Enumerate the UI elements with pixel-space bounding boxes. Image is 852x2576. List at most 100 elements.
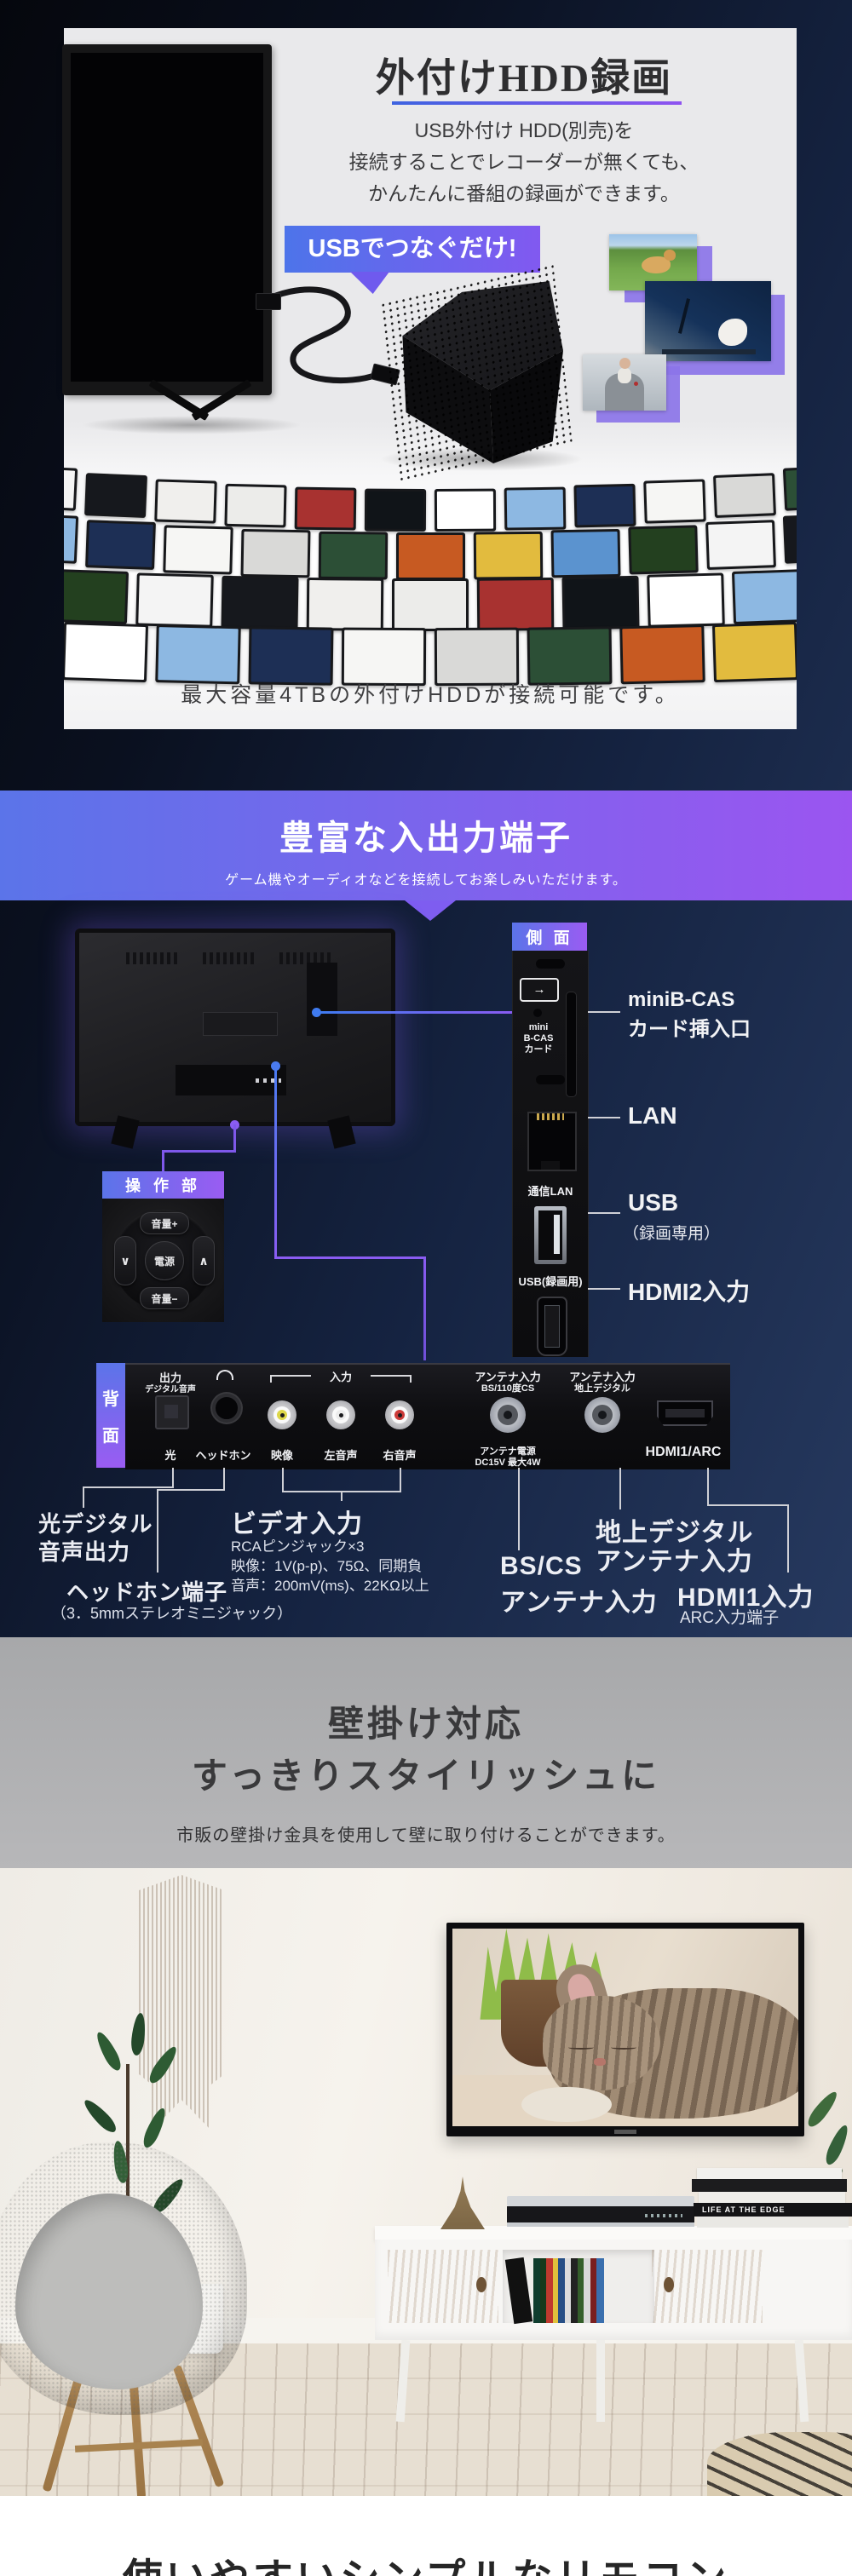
lan-pins xyxy=(537,1113,564,1120)
input-label: 入力 xyxy=(329,1371,352,1383)
section1-caption: 最大容量4TBの外付けHDDが接続可能です。 xyxy=(181,683,680,707)
lan-port-label: 通信LAN xyxy=(527,1185,573,1198)
tv-wall-row xyxy=(64,513,797,580)
headphone-jack xyxy=(212,1394,241,1423)
volume-down-button: 音量− xyxy=(140,1287,189,1309)
wall-tv-screen xyxy=(649,575,722,625)
external-hdd-image xyxy=(379,262,573,482)
wall-tv-screen xyxy=(87,522,153,567)
paragraph-line: USB外付け HDD(別売)を xyxy=(414,119,634,141)
annotation-video-title: ビデオ入力 xyxy=(231,1510,363,1538)
ann-line xyxy=(83,1486,84,1508)
wall-tv xyxy=(341,627,427,687)
annotation-video-spec3: 音声：200mV(ms)、22KΩ以上 xyxy=(231,1578,429,1594)
tv-back-image xyxy=(75,929,395,1149)
eiffel-tower-figurine xyxy=(440,2176,485,2229)
connector-line-back-v xyxy=(274,1067,277,1259)
wall-tv-screen xyxy=(707,522,774,567)
tv-shadow xyxy=(81,416,302,434)
sideboard-top xyxy=(375,2226,852,2240)
wall-tv xyxy=(84,520,156,570)
annotation-bs-1: BS/CS xyxy=(500,1552,583,1580)
back-panel-badge: 背 面 xyxy=(96,1363,125,1468)
wall-tv xyxy=(248,626,334,686)
input-bracket xyxy=(371,1375,412,1377)
book xyxy=(692,2179,847,2192)
wall-tv xyxy=(64,513,78,564)
ann-line xyxy=(83,1486,174,1488)
usb-cable xyxy=(259,286,380,384)
optical-port xyxy=(155,1395,189,1429)
book xyxy=(697,2168,842,2179)
chair-seat xyxy=(15,2194,203,2389)
sideboard-door-left xyxy=(388,2250,498,2323)
io-section-title: 豊富な入出力端子 xyxy=(279,819,573,857)
tv-logo xyxy=(614,2130,636,2134)
sideboard-door-right xyxy=(652,2250,763,2323)
ann-line xyxy=(787,1504,789,1573)
turtleneck xyxy=(618,368,631,383)
sideboard-leg xyxy=(596,2340,605,2422)
ann-line xyxy=(707,1504,789,1506)
connector-line-ctrl xyxy=(162,1150,236,1153)
input-bracket xyxy=(410,1375,412,1383)
bs-antenna-port xyxy=(490,1397,526,1433)
bcas-slot-label: mini B-CAS カード xyxy=(523,1022,554,1055)
callout-lan: LAN xyxy=(628,1102,677,1129)
section1-paragraph: USB外付け HDD(別売)を 接続することでレコーダーが無くても、 かんたんに… xyxy=(260,115,788,210)
paragraph-line: かんたんに番組の録画ができます。 xyxy=(368,182,680,204)
wall-tv xyxy=(731,568,797,624)
wall-tv-screen xyxy=(87,475,145,515)
pier xyxy=(662,349,756,354)
control-pad-image: 音量+ 音量− ∨ ∧ 電源 xyxy=(102,1199,224,1322)
wall-tv xyxy=(619,624,705,685)
side-panel-diagram: 側 面 → mini B-CAS カード 通信LAN USB(録画用) xyxy=(512,923,589,1375)
connector-line-back-v2 xyxy=(423,1256,426,1360)
zebra-rug xyxy=(707,2432,852,2496)
control-pad-badge: 操 作 部 xyxy=(102,1171,224,1199)
optical-label-bottom: 光 xyxy=(164,1449,176,1462)
wall-tv-screen xyxy=(785,515,797,561)
bs-label-bottom: アンテナ電源 xyxy=(480,1446,536,1457)
usb-plug-tv xyxy=(256,293,281,310)
annotation-video-spec2: 映像：1V(p-p)、75Ω、同期負 xyxy=(231,1558,423,1574)
side-panel-body: → mini B-CAS カード 通信LAN USB(録画用) HDMI xyxy=(512,951,589,1375)
wall-tv xyxy=(155,624,241,685)
side-port-block xyxy=(307,963,337,1036)
tv-screen xyxy=(71,53,263,382)
callout-dash xyxy=(588,1288,620,1290)
wall-tv xyxy=(711,622,797,683)
terr-label-top2: 地上デジタル xyxy=(574,1383,630,1394)
annotation-hdmi1: HDMI1入力 xyxy=(677,1584,815,1612)
power-button: 電源 xyxy=(145,1241,184,1280)
optical-label-top2: デジタル音声 xyxy=(145,1385,196,1394)
face xyxy=(619,358,630,369)
annotation-terr-2: アンテナ入力 xyxy=(596,1548,753,1576)
tv-wall-row xyxy=(64,566,797,631)
wall-tv xyxy=(446,1923,804,2136)
dvd-player-top xyxy=(507,2196,694,2206)
usb-connect-badge: USBでつなぐだけ! xyxy=(285,226,540,273)
wall-tv xyxy=(64,622,149,683)
channel-up-button: ∧ xyxy=(193,1236,215,1285)
header-notch xyxy=(405,900,456,921)
headphone-icon xyxy=(216,1370,233,1380)
headphone-jack-label: ヘッドホン xyxy=(195,1449,251,1462)
wall-tv-screen xyxy=(65,624,146,681)
living-room-photo: LIFE AT THE EDGE xyxy=(0,1868,852,2496)
hdmi1-port xyxy=(657,1400,713,1426)
annotation-bs-2: アンテナ入力 xyxy=(500,1589,658,1617)
callout-dash xyxy=(588,1212,620,1214)
terrestrial-antenna-port xyxy=(584,1397,620,1433)
annotation-video-spec1: RCAピンジャック×3 xyxy=(231,1538,365,1555)
cat-eye xyxy=(567,2045,595,2050)
callout-hdmi2: HDMI2入力 xyxy=(628,1279,751,1305)
wall-tv-screen xyxy=(734,571,797,622)
wall-tv xyxy=(705,520,776,570)
connector-dot xyxy=(312,1008,321,1017)
macrame-wall-hanging xyxy=(139,1875,224,2130)
pocket-square xyxy=(634,382,638,386)
photo-person-suit xyxy=(583,354,666,411)
usb-port xyxy=(534,1206,567,1264)
sideboard-body xyxy=(375,2240,852,2340)
